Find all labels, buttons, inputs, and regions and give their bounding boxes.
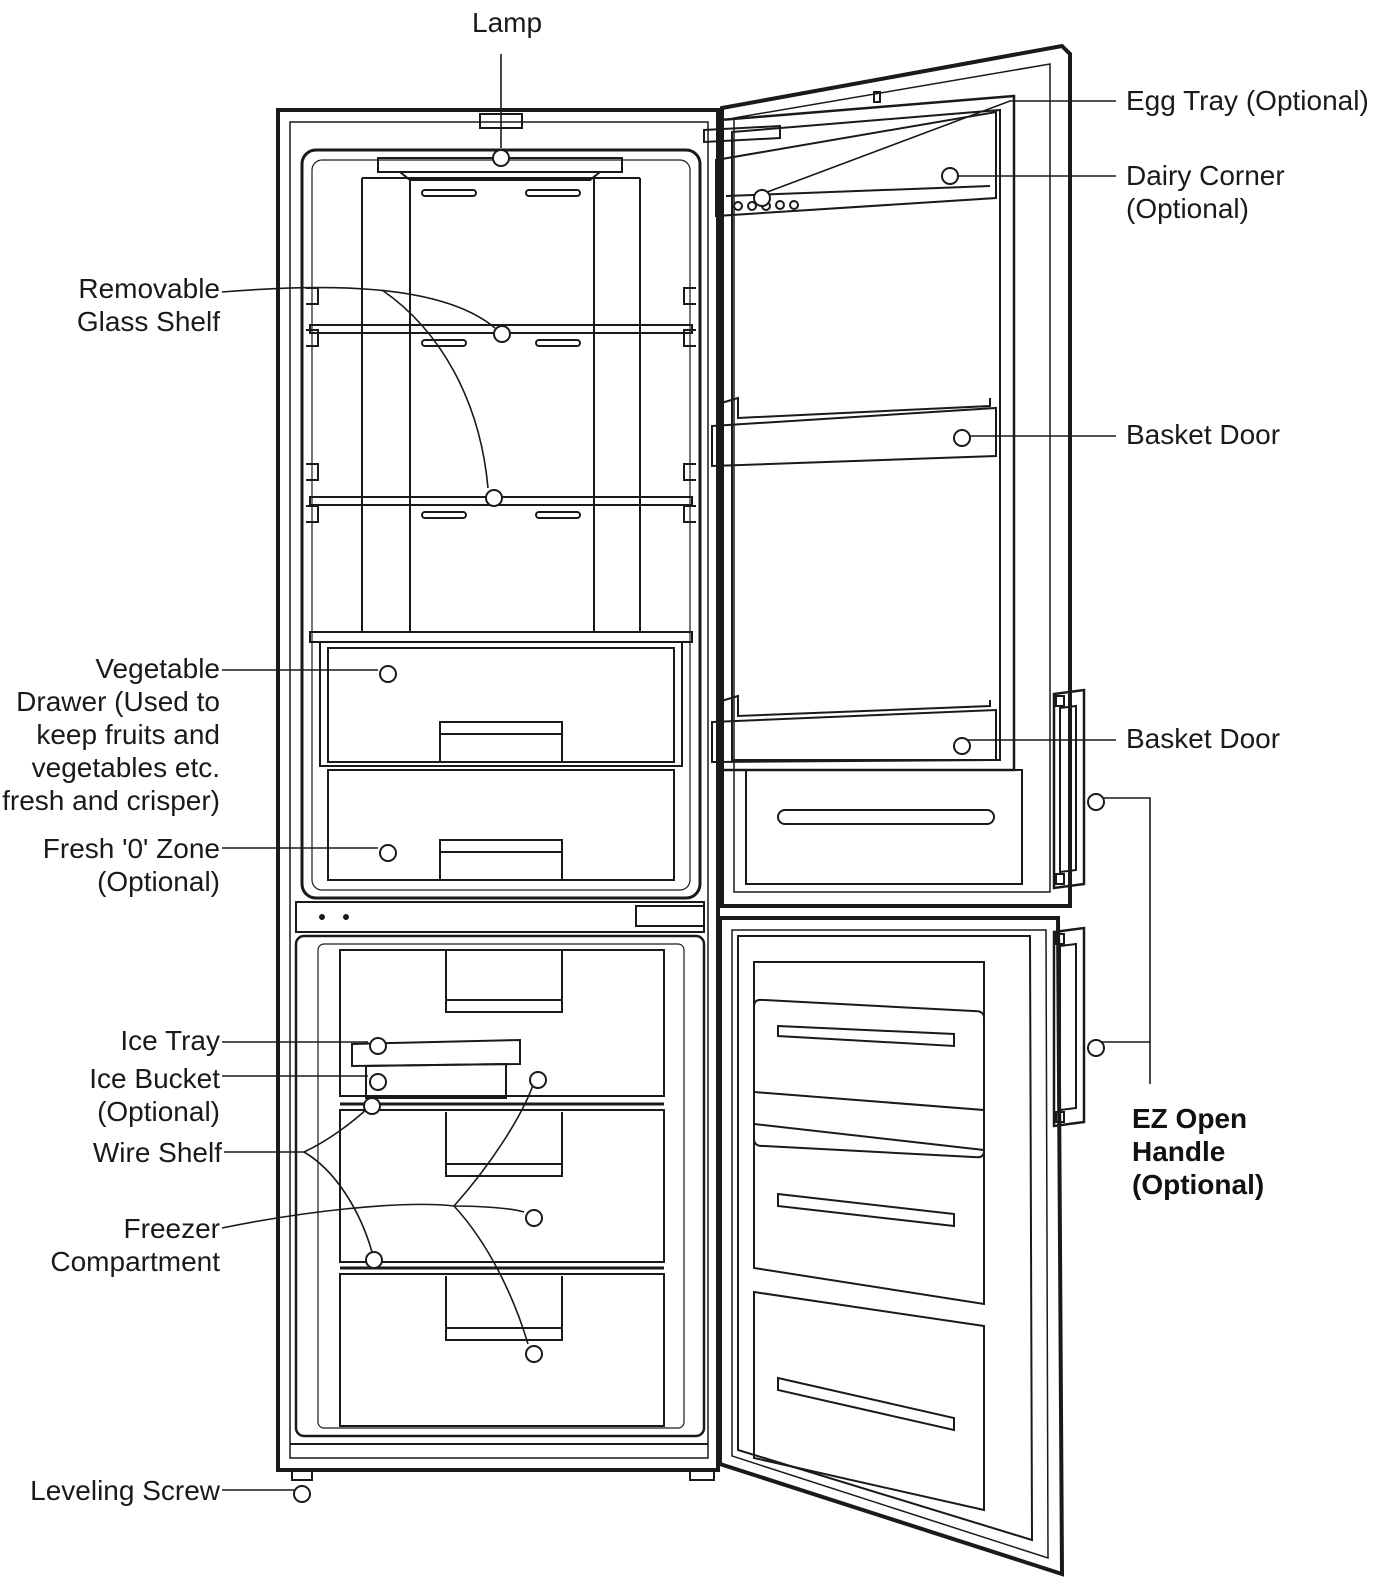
- label-wire-shelf: Wire Shelf: [92, 1137, 222, 1168]
- callout-lines: [221, 54, 1151, 1491]
- label-leveling-screw: Leveling Screw: [30, 1475, 220, 1506]
- label-fresh-zone: Fresh '0' Zone (Optional): [42, 833, 220, 897]
- label-vegetable-drawer: Vegetable Drawer (Used to keep fruits an…: [2, 653, 220, 816]
- label-egg-tray: Egg Tray (Optional): [1126, 85, 1369, 116]
- callout-points: [293, 149, 1105, 1503]
- freezer-door: [718, 916, 1086, 1577]
- label-dairy-corner: Dairy Corner (Optional): [1126, 160, 1285, 224]
- label-basket-door-upper: Basket Door: [1126, 419, 1281, 450]
- fridge-door: [703, 43, 1086, 908]
- label-ez-open-handle: EZ Open Handle (Optional): [1132, 1103, 1265, 1200]
- label-basket-door-lower: Basket Door: [1126, 723, 1281, 754]
- label-freezer-compartment: Freezer Compartment: [50, 1213, 220, 1277]
- label-ice-tray: Ice Tray: [120, 1025, 220, 1056]
- label-ice-bucket: Ice Bucket (Optional): [89, 1063, 220, 1127]
- cabinet: [276, 108, 720, 1481]
- label-lamp: Lamp: [472, 7, 543, 38]
- label-removable-glass-shelf: Removable Glass Shelf: [76, 273, 220, 337]
